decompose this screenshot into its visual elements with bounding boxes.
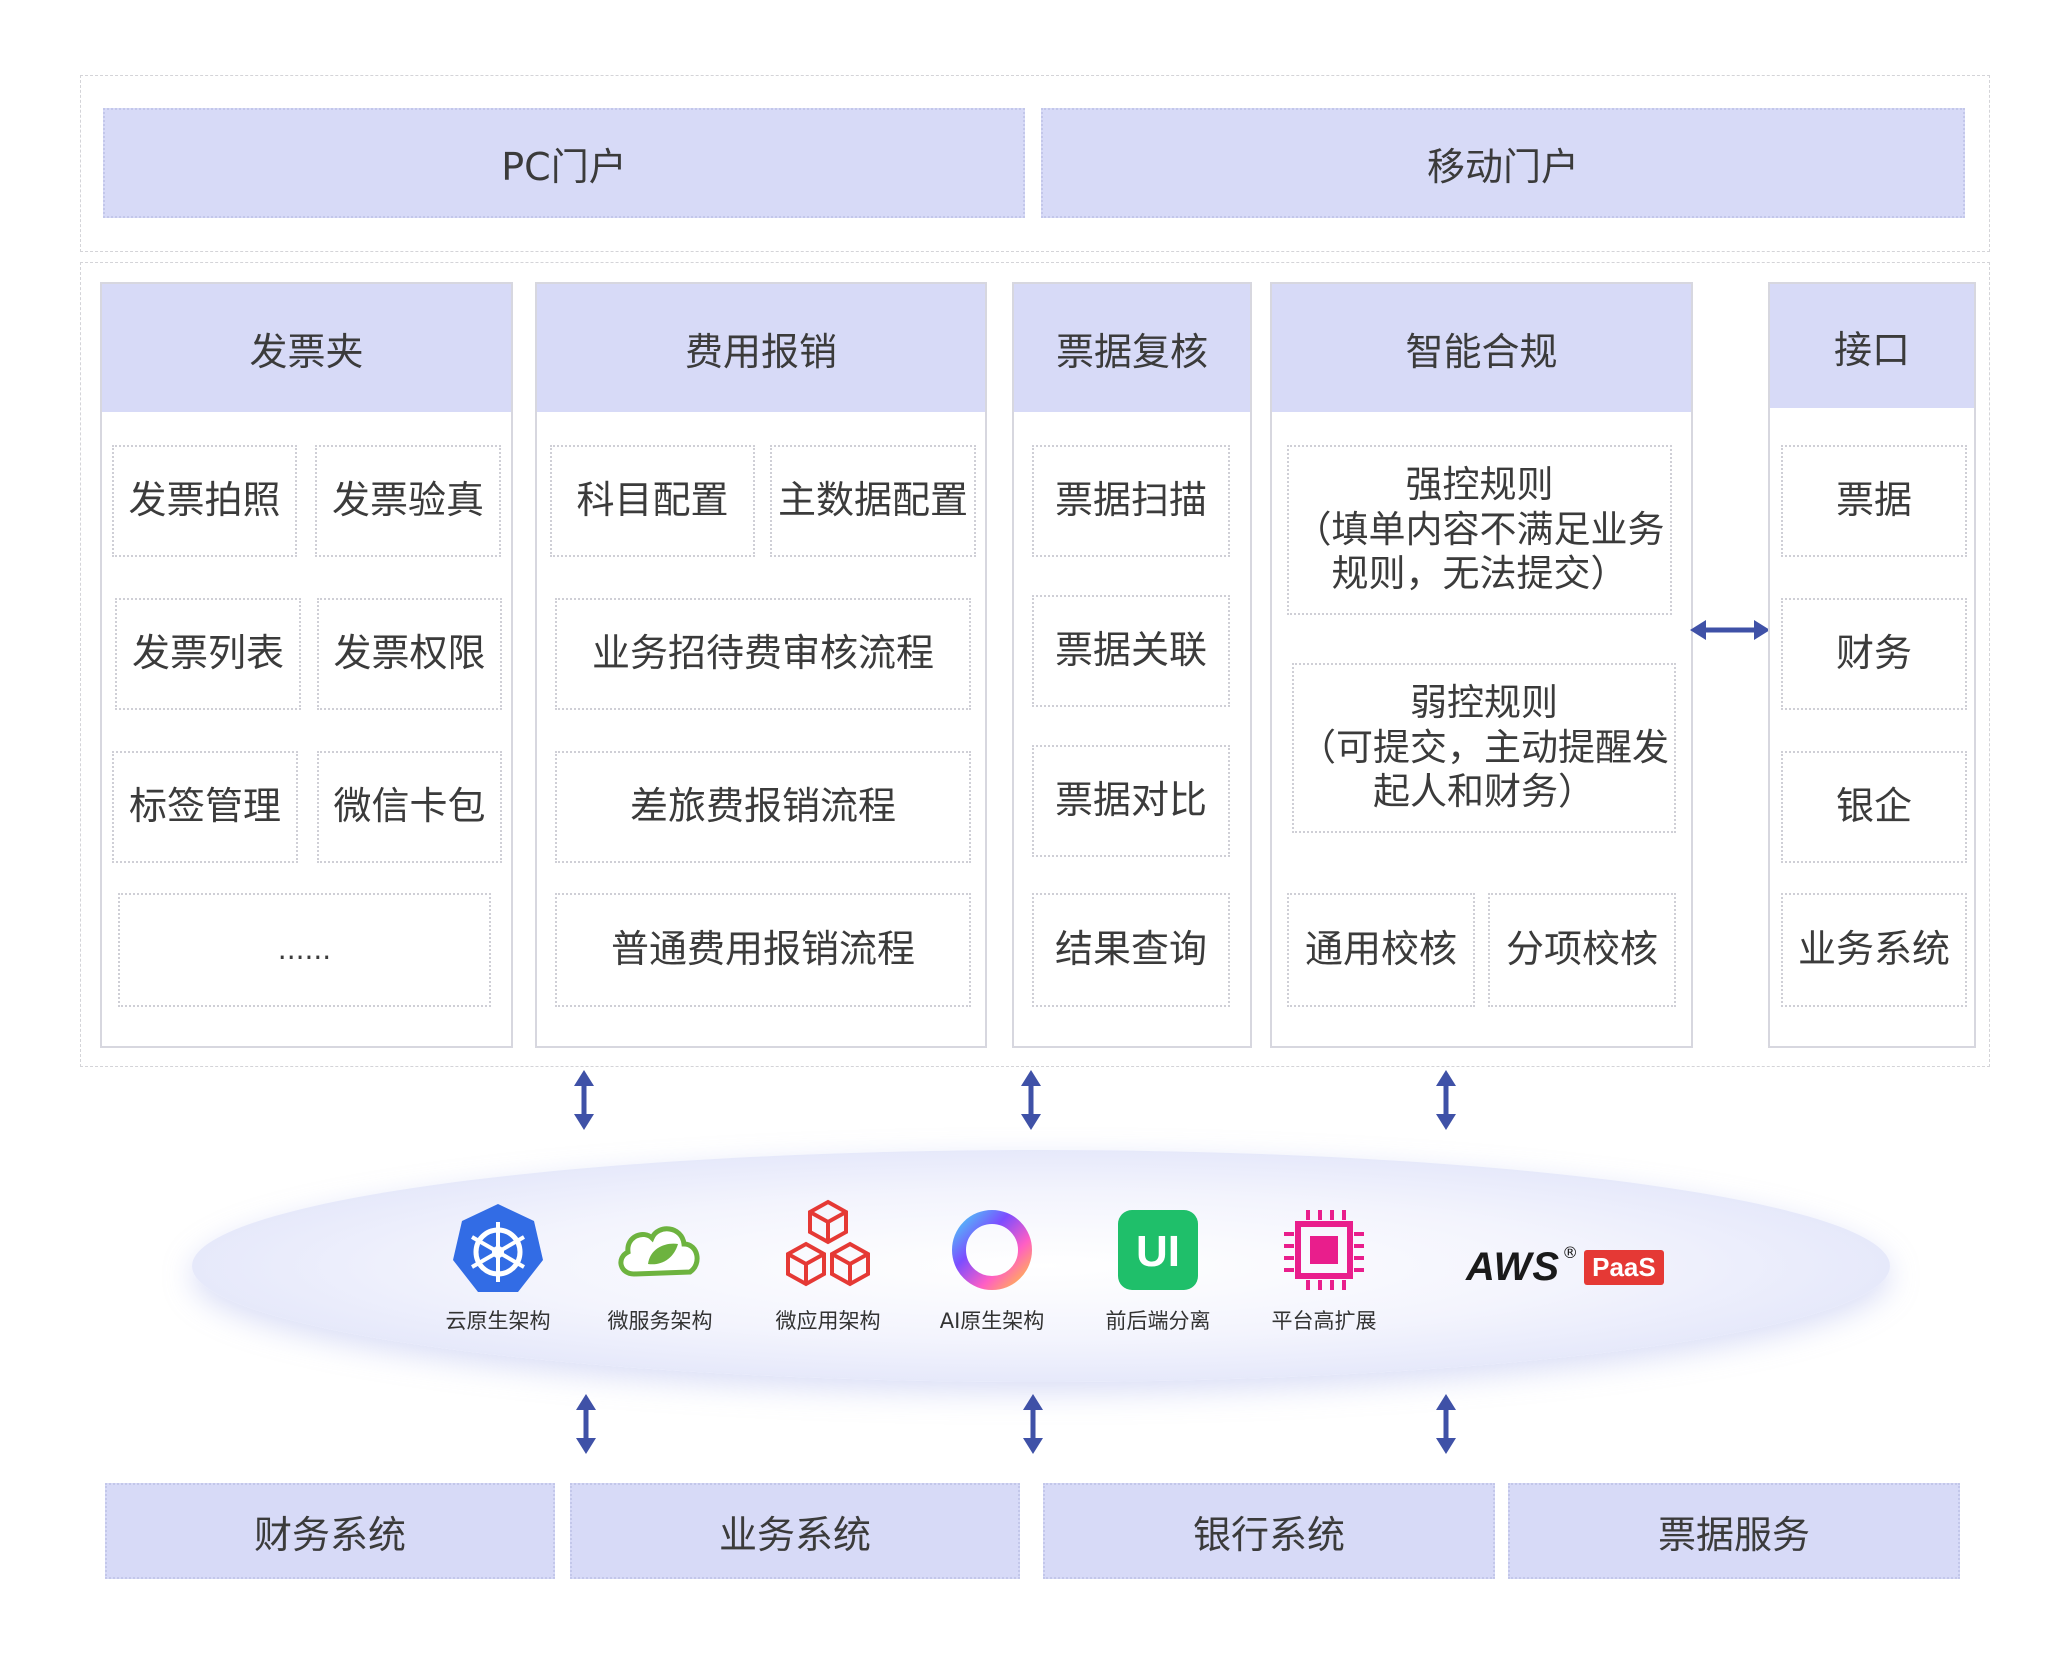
kubernetes-icon [453,1204,543,1292]
general-check[interactable]: 通用校核 [1287,893,1475,1007]
interface-column-title: 接口 [1770,284,1974,408]
arrow-up-down-3 [1436,1070,1456,1130]
arrow-up-down-6 [1436,1394,1456,1454]
system-business[interactable]: 业务系统 [570,1483,1020,1579]
strong-control-rule[interactable]: 强控规则 （填单内容不满足业务 规则，无法提交） [1287,445,1672,615]
travel-reimburse-flow[interactable]: 差旅费报销流程 [555,751,971,863]
arrow-up-down-1 [574,1070,594,1130]
invoice-more[interactable]: ...... [118,893,491,1007]
spring-cloud-icon [618,1226,700,1277]
strong-rule-title: 强控规则 [1405,463,1554,507]
tech-label-extensibility: 平台高扩展 [1271,1309,1377,1333]
aws-logo-text: AWS [1466,1244,1561,1289]
interface-bank-enterprise[interactable]: 银企 [1781,751,1967,863]
ai-ring-icon [952,1210,1032,1290]
tech-label-microservice: 微服务架构 [607,1309,713,1333]
system-bill-service[interactable]: 票据服务 [1508,1483,1960,1579]
general-reimburse-flow[interactable]: 普通费用报销流程 [555,893,971,1007]
bill-link[interactable]: 票据关联 [1032,595,1230,707]
bill-compare[interactable]: 票据对比 [1032,745,1230,857]
paas-badge: PaaS [1584,1249,1664,1285]
aws-paas-logo: AWS ® PaaS [1466,1243,1664,1291]
master-data-config[interactable]: 主数据配置 [770,445,976,557]
cubes-icon [786,1199,870,1287]
wechat-card[interactable]: 微信卡包 [317,751,502,863]
entertainment-review-flow[interactable]: 业务招待费审核流程 [555,598,971,710]
svg-text:UI: UI [1136,1227,1180,1276]
arrow-up-down-5 [1023,1394,1043,1454]
tech-label-cloud-native: 云原生架构 [445,1309,551,1333]
review-column-title: 票据复核 [1014,284,1250,412]
tech-label-frontend-backend: 前后端分离 [1105,1309,1211,1333]
invoice-permission[interactable]: 发票权限 [317,598,502,710]
compliance-column-title: 智能合规 [1272,284,1691,412]
pc-portal[interactable]: PC门户 [103,108,1025,218]
bill-scan[interactable]: 票据扫描 [1032,445,1230,557]
tech-label-micro-app: 微应用架构 [775,1309,881,1333]
interface-finance[interactable]: 财务 [1781,598,1967,710]
aws-registered-mark: ® [1562,1243,1579,1262]
function-frame [80,262,1990,1067]
system-finance[interactable]: 财务系统 [105,1483,555,1579]
strong-rule-desc-2: 规则，无法提交） [1331,552,1628,596]
invoice-column-title: 发票夹 [102,284,511,412]
weak-rule-desc-1: （可提交，主动提醒发 [1299,725,1669,769]
expense-column-title: 费用报销 [537,284,985,412]
subject-config[interactable]: 科目配置 [550,445,755,557]
arrow-up-down-2 [1021,1070,1041,1130]
compliance-interface-arrow [1690,620,1770,640]
weak-control-rule[interactable]: 弱控规则 （可提交，主动提醒发 起人和财务） [1292,663,1676,833]
interface-bill[interactable]: 票据 [1781,445,1967,557]
weak-rule-desc-2: 起人和财务） [1373,770,1595,814]
system-bank[interactable]: 银行系统 [1043,1483,1495,1579]
tech-label-ai-native: AI原生架构 [939,1309,1045,1333]
invoice-verify[interactable]: 发票验真 [315,445,501,557]
weak-rule-title: 弱控规则 [1410,681,1558,725]
invoice-list[interactable]: 发票列表 [115,598,301,710]
invoice-photo[interactable]: 发票拍照 [112,445,297,557]
strong-rule-desc-1: （填单内容不满足业务 [1294,507,1665,551]
portal-frame [80,75,1990,252]
itemized-check[interactable]: 分项校核 [1488,893,1676,1007]
ui-icon: UI [1118,1210,1198,1290]
chip-icon [1284,1210,1364,1290]
result-query[interactable]: 结果查询 [1032,893,1230,1007]
arrow-up-down-4 [576,1394,596,1454]
mobile-portal[interactable]: 移动门户 [1041,108,1965,218]
interface-business-system[interactable]: 业务系统 [1781,893,1967,1007]
tag-management[interactable]: 标签管理 [112,751,298,863]
